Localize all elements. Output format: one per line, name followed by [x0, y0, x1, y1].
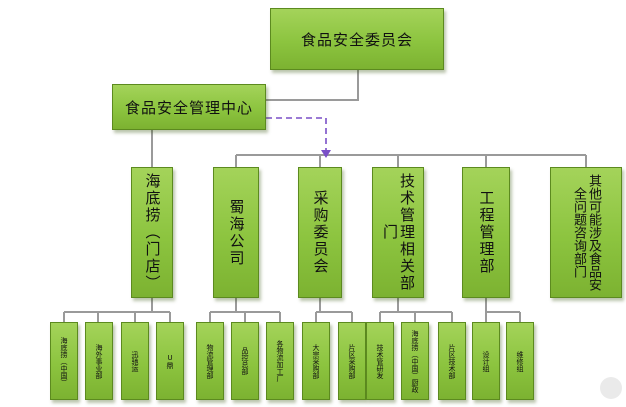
- department-procurement: 采购委员会: [298, 167, 342, 298]
- sub-unit-label: 设计组: [482, 350, 490, 372]
- sub-unit-label: 海底捞（中国）厨政: [411, 329, 419, 393]
- department-label: 海底捞（门店）: [143, 173, 162, 292]
- department-technical: 技术管理相关部门: [372, 167, 424, 298]
- sub-unit-label: U鼎: [166, 353, 174, 369]
- root-node: 食品安全委员会: [270, 8, 444, 70]
- department-haidilao: 海底捞（门店）: [131, 167, 173, 298]
- sub-unit-label: 维修组: [516, 350, 524, 372]
- sub-unit-label: 迅驰运: [131, 350, 139, 372]
- sub-unit-label: 片区采购部: [348, 343, 356, 379]
- sub-unit-bulk-procurement: 大宗采购部: [302, 322, 330, 400]
- sub-unit-quality-control: 品控总部: [231, 322, 259, 400]
- sub-unit-xunchiyun: 迅驰运: [121, 322, 149, 400]
- sub-unit-label: 大宗采购部: [312, 343, 320, 379]
- department-engineering: 工程管理部: [462, 167, 510, 298]
- department-other: 其他可能涉及食品安全问题咨询部门: [550, 167, 622, 298]
- department-label: 蜀海公司: [227, 198, 246, 267]
- sub-unit-tech-rd: 技术管研发: [366, 322, 394, 400]
- sub-unit-label: 海外事业部: [95, 343, 103, 379]
- sub-unit-label: 片区技术部: [448, 343, 456, 379]
- department-shuhai: 蜀海公司: [213, 167, 259, 298]
- center-label: 食品安全管理中心: [124, 98, 253, 117]
- sub-unit-label: 各物流加工厂: [276, 340, 284, 382]
- sub-unit-label: 物流管理部: [206, 343, 214, 379]
- sub-unit-logistics: 物流管理部: [196, 322, 224, 400]
- sub-unit-regional-procurement: 片区采购部: [338, 322, 366, 400]
- dashed-link-arrowhead: [321, 150, 331, 158]
- sub-unit-design: 设计组: [472, 322, 500, 400]
- sub-unit-uding: U鼎: [156, 322, 184, 400]
- sub-unit-kitchen-admin: 海底捞（中国）厨政: [401, 322, 429, 400]
- connector-root-to-center: [266, 70, 359, 101]
- dashed-link: [266, 117, 327, 152]
- sub-unit-label: 海底捞（中国）: [60, 336, 68, 386]
- department-label: 技术管理相关部门: [381, 173, 416, 292]
- sub-unit-overseas: 海外事业部: [85, 322, 113, 400]
- root-label: 食品安全委员会: [300, 30, 413, 49]
- sub-unit-haidilao-china: 海底捞（中国）: [50, 322, 78, 400]
- sub-unit-processing-plants: 各物流加工厂: [266, 322, 294, 400]
- sub-unit-label: 品控总部: [241, 347, 249, 375]
- center-node: 食品安全管理中心: [112, 84, 266, 130]
- sub-unit-regional-tech: 片区技术部: [438, 322, 466, 400]
- department-label: 采购委员会: [311, 190, 330, 275]
- sub-unit-maintenance: 维修组: [506, 322, 534, 400]
- department-label: 其他可能涉及食品安全问题咨询部门: [571, 174, 601, 291]
- watermark-logo: [600, 377, 622, 399]
- sub-unit-label: 技术管研发: [376, 343, 384, 379]
- department-label: 工程管理部: [477, 190, 496, 275]
